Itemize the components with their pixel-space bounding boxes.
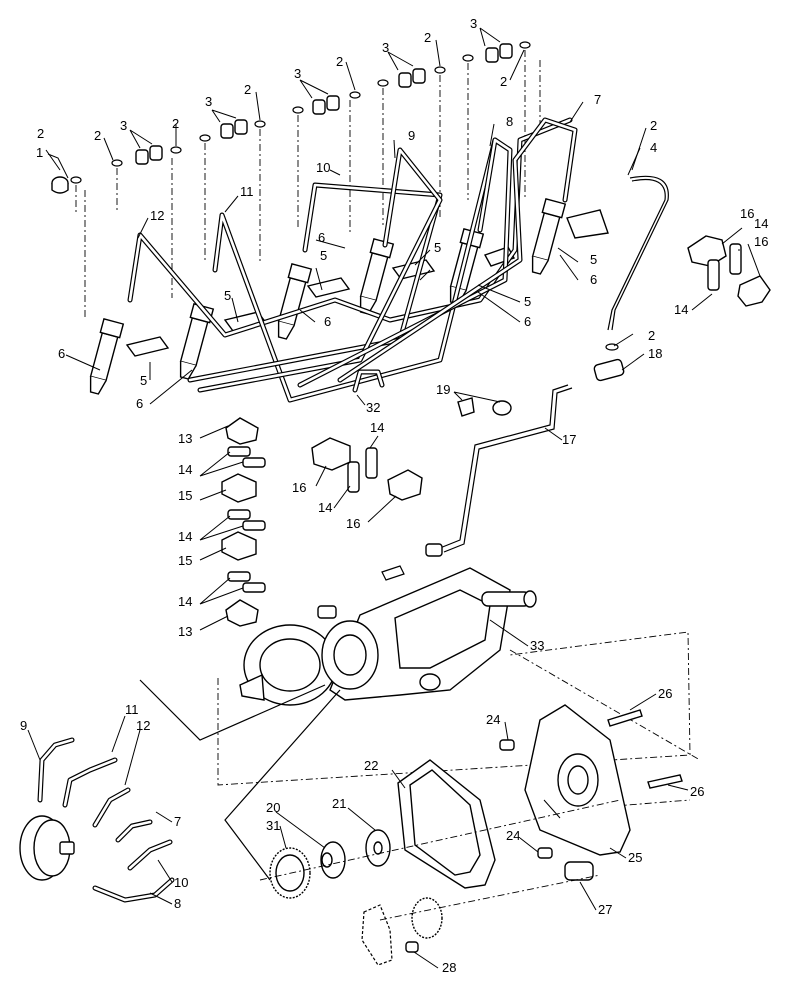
pump-end-detail xyxy=(19,737,175,903)
callout-6: 6 xyxy=(318,230,325,245)
callout-14: 14 xyxy=(318,500,332,515)
callout-12: 12 xyxy=(136,718,150,733)
callout-19: 19 xyxy=(436,382,450,397)
callout-14: 14 xyxy=(370,420,384,435)
callout-14: 14 xyxy=(674,302,688,317)
callout-14: 14 xyxy=(178,529,192,544)
callout-26: 26 xyxy=(658,686,672,701)
callout-22: 22 xyxy=(364,758,378,773)
callout-16: 16 xyxy=(754,234,768,249)
callout-33: 33 xyxy=(530,638,544,653)
callout-3: 3 xyxy=(294,66,301,81)
callout-2: 2 xyxy=(37,126,44,141)
callout-24: 24 xyxy=(486,712,500,727)
feed-line xyxy=(381,358,625,581)
callout-10: 10 xyxy=(174,875,188,890)
callout-6: 6 xyxy=(324,314,331,329)
callout-labels: 1 2 2 2 2 2 2 2 2 2 3 3 3 3 3 3 4 5 5 5 … xyxy=(20,16,768,975)
callout-6: 6 xyxy=(590,272,597,287)
callout-9: 9 xyxy=(20,718,27,733)
callout-2: 2 xyxy=(336,54,343,69)
callout-9: 9 xyxy=(408,128,415,143)
callout-8: 8 xyxy=(174,896,181,911)
callout-15: 15 xyxy=(178,553,192,568)
callout-11: 11 xyxy=(125,702,139,717)
callout-14: 14 xyxy=(754,216,768,231)
callout-21: 21 xyxy=(332,796,346,811)
callout-11: 11 xyxy=(240,184,254,199)
callout-31: 31 xyxy=(266,818,280,833)
cap-washer-sleeve-row xyxy=(51,41,541,318)
callout-8: 8 xyxy=(506,114,513,129)
clip-set-center xyxy=(311,437,423,501)
pump-assembly-outline xyxy=(217,631,691,786)
callout-28: 28 xyxy=(442,960,456,975)
callout-2: 2 xyxy=(424,30,431,45)
callout-2: 2 xyxy=(650,118,657,133)
callout-4: 4 xyxy=(650,140,657,155)
callout-12: 12 xyxy=(150,208,164,223)
callout-1: 1 xyxy=(36,145,43,160)
callout-3: 3 xyxy=(120,118,127,133)
injector-pipes xyxy=(127,117,578,403)
clip-stack-left xyxy=(221,417,266,627)
callout-13: 13 xyxy=(178,624,192,639)
callout-14: 14 xyxy=(178,594,192,609)
callout-2: 2 xyxy=(94,128,101,143)
callout-5: 5 xyxy=(590,252,597,267)
callout-16: 16 xyxy=(292,480,306,495)
callout-6: 6 xyxy=(524,314,531,329)
callout-5: 5 xyxy=(224,288,231,303)
callout-16: 16 xyxy=(740,206,754,221)
callout-10: 10 xyxy=(316,160,330,175)
callout-14: 14 xyxy=(178,462,192,477)
callout-13: 13 xyxy=(178,431,192,446)
callout-5: 5 xyxy=(140,373,147,388)
callout-32: 32 xyxy=(366,400,380,415)
callout-20: 20 xyxy=(266,800,280,815)
callout-24: 24 xyxy=(506,828,520,843)
callout-5: 5 xyxy=(320,248,327,263)
callout-2: 2 xyxy=(172,116,179,131)
callout-7: 7 xyxy=(594,92,601,107)
callout-6: 6 xyxy=(58,346,65,361)
callout-3: 3 xyxy=(470,16,477,31)
callout-15: 15 xyxy=(178,488,192,503)
callout-7: 7 xyxy=(174,814,181,829)
injection-pump xyxy=(239,567,537,706)
callout-17: 17 xyxy=(562,432,576,447)
callout-2: 2 xyxy=(648,328,655,343)
callout-18: 18 xyxy=(648,346,662,361)
callout-26: 26 xyxy=(690,784,704,799)
callout-2: 2 xyxy=(244,82,251,97)
callout-25: 25 xyxy=(628,850,642,865)
callout-5: 5 xyxy=(524,294,531,309)
callout-27: 27 xyxy=(598,902,612,917)
callout-6: 6 xyxy=(136,396,143,411)
leak-off-line xyxy=(605,175,669,351)
gear-train-parts xyxy=(259,704,683,966)
callout-2: 2 xyxy=(500,74,507,89)
callout-3: 3 xyxy=(205,94,212,109)
callout-5: 5 xyxy=(434,240,441,255)
callout-leaders xyxy=(27,27,761,969)
callout-3: 3 xyxy=(382,40,389,55)
callout-16: 16 xyxy=(346,516,360,531)
